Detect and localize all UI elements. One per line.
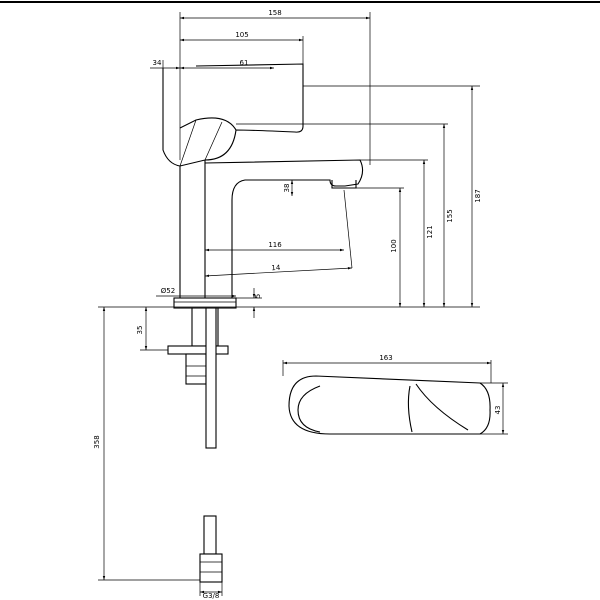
dim-base-diameter: Ø52 (161, 287, 175, 295)
dim-top-view-width: 43 (494, 406, 502, 415)
dim-overall-height: 187 (474, 189, 482, 202)
dim-spout-reach: 105 (235, 31, 248, 39)
dim-overall-width: 158 (268, 9, 281, 17)
dim-outlet-height: 100 (390, 239, 398, 252)
faucet-top-view (282, 360, 508, 435)
faucet-side-view (162, 63, 364, 309)
dim-handle-length: 61 (240, 59, 249, 67)
dim-base-thickness: 5 (254, 294, 262, 298)
dim-mount-depth: 35 (136, 326, 144, 335)
mounting-hardware (167, 307, 229, 583)
dim-spout-top-height: 121 (426, 225, 434, 238)
dim-top-view-length: 163 (379, 354, 392, 362)
dim-spout-inner: 14 (271, 264, 281, 272)
dim-handle-height: 155 (446, 209, 454, 222)
dim-hose-length: 358 (93, 435, 101, 448)
dimension-lines (98, 12, 480, 596)
dim-outlet-diameter: 38 (283, 184, 291, 193)
dim-handle-offset: 34 (153, 59, 162, 67)
dim-connection-thread: G3/8 (203, 592, 220, 600)
dim-spout-projection: 116 (268, 241, 282, 249)
